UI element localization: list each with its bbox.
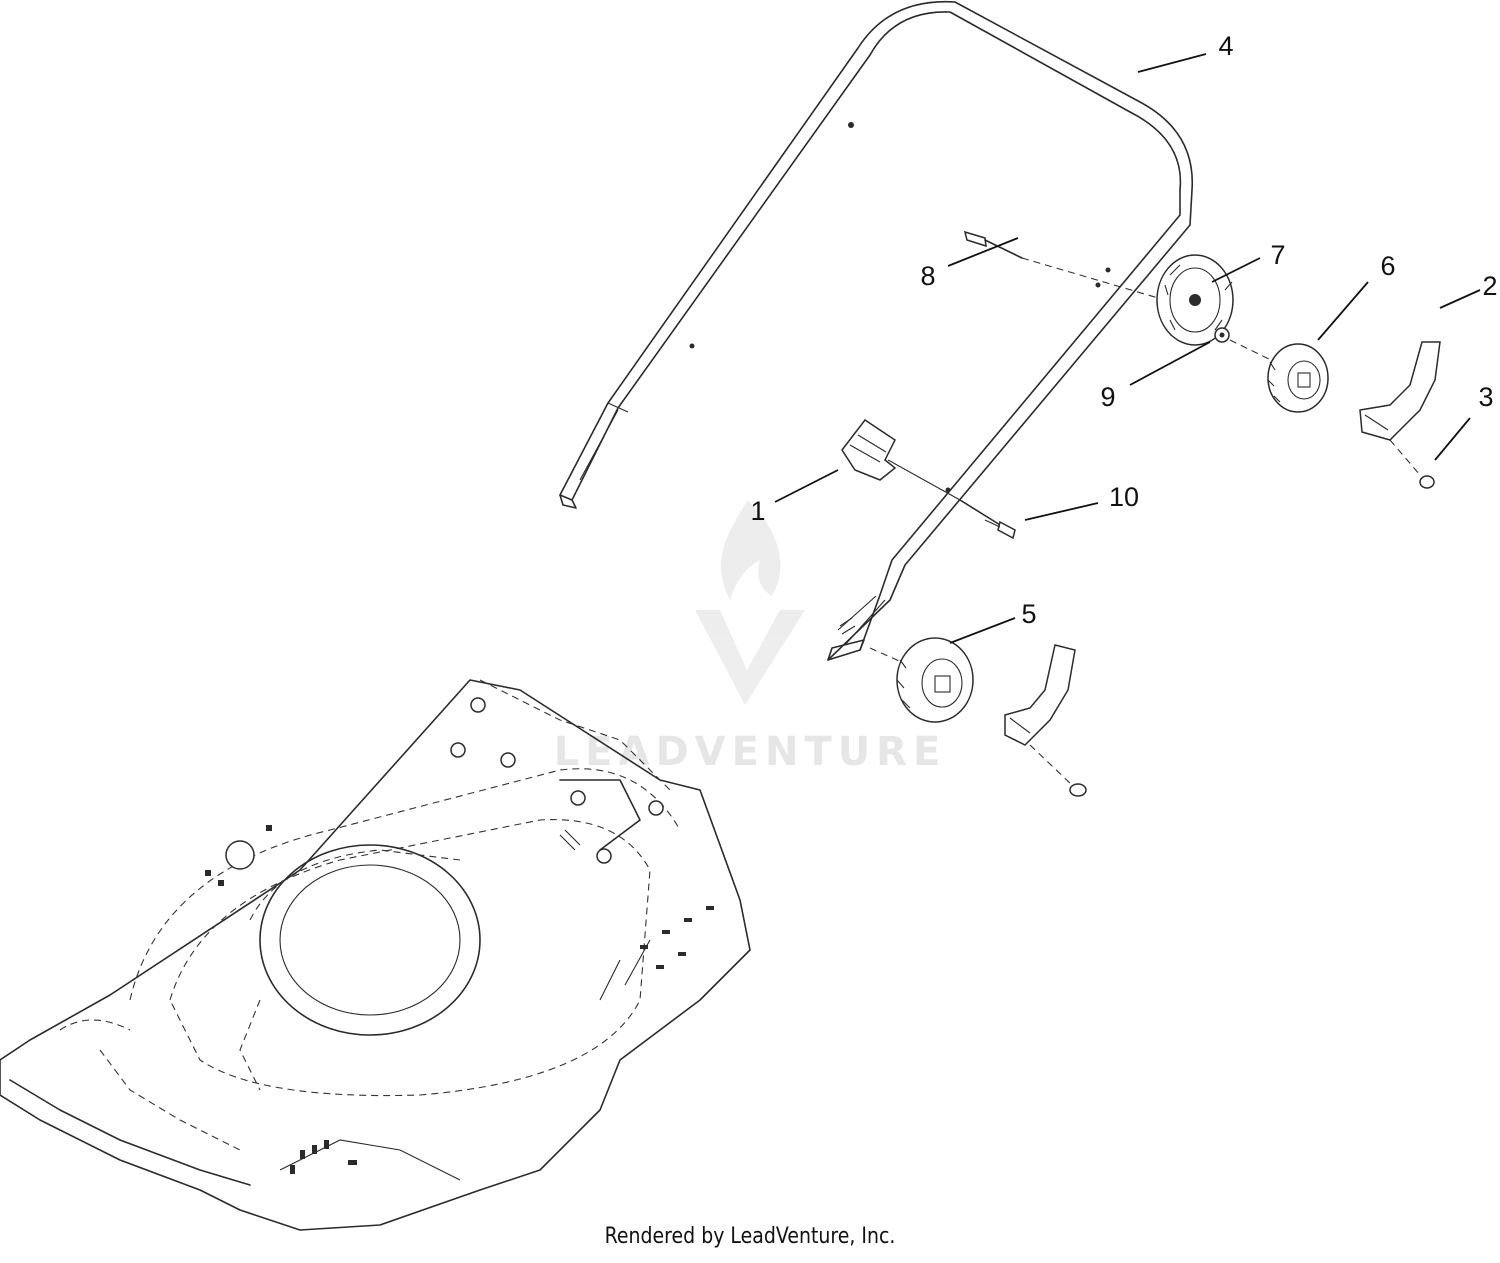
wheel-lower — [869, 637, 974, 723]
callout-labels: 1 2 3 4 5 6 7 8 9 10 — [750, 31, 1497, 629]
bolt-upper — [963, 230, 1166, 301]
callout-1: 1 — [750, 496, 765, 526]
callout-8: 8 — [920, 261, 935, 291]
callout-9: 9 — [1100, 382, 1115, 412]
height-adjuster — [1156, 254, 1234, 346]
callout-leaders — [774, 53, 1481, 644]
nut-upper — [1389, 439, 1435, 489]
washer — [1214, 327, 1276, 363]
callout-10: 10 — [1109, 482, 1139, 512]
watermark-logo — [695, 500, 805, 705]
callout-4: 4 — [1218, 31, 1233, 61]
handle — [559, 0, 1194, 661]
clip-upper — [1359, 341, 1441, 441]
watermark-text: LEADVENTURE — [554, 729, 947, 775]
render-credit: Rendered by LeadVenture, Inc. — [604, 1224, 896, 1249]
callout-7: 7 — [1270, 240, 1285, 270]
callout-6: 6 — [1380, 251, 1395, 281]
callout-2: 2 — [1482, 271, 1497, 301]
mower-deck — [0, 679, 751, 1231]
rear-wheel-upper — [1267, 343, 1329, 413]
handle-bracket — [841, 418, 961, 501]
callout-3: 3 — [1478, 382, 1493, 412]
bolt-lower — [959, 499, 1016, 540]
callout-5: 5 — [1021, 599, 1036, 629]
clip-lower — [1004, 644, 1087, 797]
